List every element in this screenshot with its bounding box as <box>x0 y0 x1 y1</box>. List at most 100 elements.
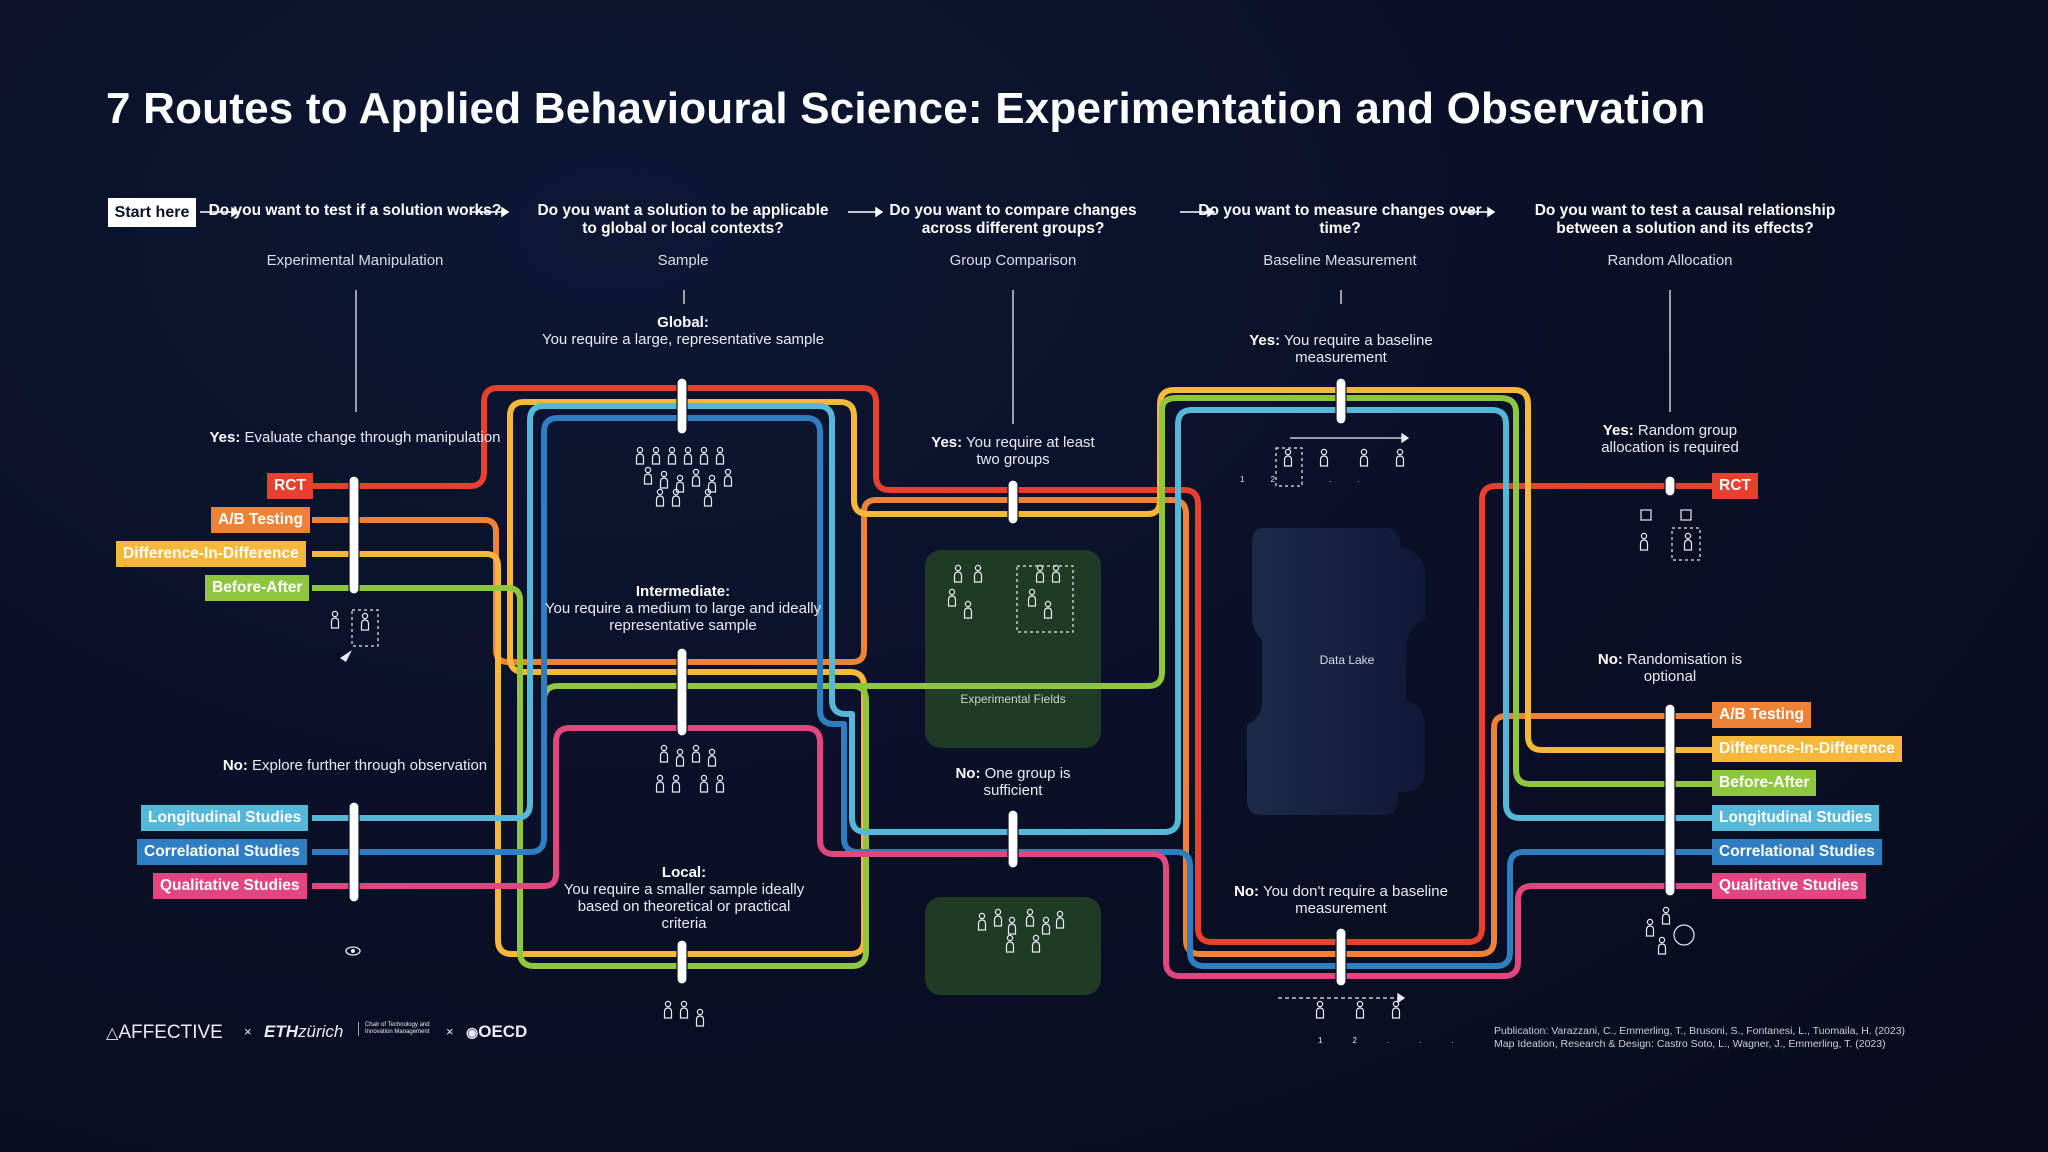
person-body-icon <box>683 453 693 465</box>
person-head-icon <box>1042 916 1050 924</box>
experimental-fields-label: Experimental Fields <box>960 692 1066 706</box>
person-body-icon <box>667 453 677 465</box>
question-experimental-manipulation: Do you want to test if a solution works? <box>208 202 502 219</box>
person-body-icon <box>1043 607 1053 619</box>
answer-group-yes: Yes: You require at least two groups <box>931 434 1095 468</box>
person-body-icon <box>1355 1007 1365 1019</box>
time-arrows <box>1278 432 1410 1004</box>
station-group-yes <box>1007 479 1019 525</box>
person-body-icon <box>1645 925 1655 937</box>
person-head-icon <box>1008 916 1016 924</box>
person-head-icon <box>704 488 712 496</box>
answer-sample-intermediate: Intermediate:You require a medium to lar… <box>544 583 822 634</box>
category-group-comparison: Group Comparison <box>949 252 1077 269</box>
station-random-yes <box>1664 475 1676 497</box>
person-body-icon <box>707 481 717 493</box>
person-body-icon <box>723 475 733 487</box>
person-body-icon <box>1027 595 1037 607</box>
footer-separator: × <box>244 1024 252 1039</box>
person-head-icon <box>361 612 369 620</box>
person-body-icon <box>1007 923 1017 935</box>
category-sample: Sample <box>657 252 709 269</box>
person-head-icon <box>684 446 692 454</box>
person-body-icon <box>643 473 653 485</box>
footer-separator-2: × <box>446 1024 454 1039</box>
answer-sample-global: Global:You require a large, representati… <box>541 314 825 348</box>
person-head-icon <box>708 474 716 482</box>
person-body-icon <box>699 453 709 465</box>
person-head-icon <box>1320 448 1328 456</box>
person-body-icon <box>993 915 1003 927</box>
person-head-icon <box>656 488 664 496</box>
person-body-icon <box>671 495 681 507</box>
person-head-icon <box>724 468 732 476</box>
page-title: 7 Routes to Applied Behavioural Science:… <box>106 84 1706 133</box>
person-body-icon <box>691 475 701 487</box>
person-head-icon <box>692 744 700 752</box>
category-experimental-manipulation: Experimental Manipulation <box>266 252 444 269</box>
person-head-icon <box>1006 934 1014 942</box>
station-intermediate <box>676 647 688 737</box>
station-random-no <box>1664 703 1676 897</box>
station-baseline-yes <box>1335 377 1347 425</box>
person-head-icon <box>696 1008 704 1016</box>
affective-logo: △AFFECTIVE <box>106 1022 223 1043</box>
answer-random-no: No: Randomisation is optional <box>1597 651 1743 685</box>
no-baseline-seq-labels: 12... <box>1318 1036 1484 1045</box>
person-head-icon <box>1316 1000 1324 1008</box>
person-head-icon <box>1646 918 1654 926</box>
person-body-icon <box>675 755 685 767</box>
person-body-icon <box>691 751 701 763</box>
person-body-icon <box>330 617 340 629</box>
treatment-group-frame-icon <box>1016 565 1074 633</box>
eth-logo: ETHzürich <box>264 1022 344 1041</box>
person-head-icon <box>1658 936 1666 944</box>
person-body-icon <box>1359 455 1369 467</box>
random-frame-icon <box>1671 527 1701 561</box>
answer-sample-local: Local:You require a smaller sample ideal… <box>563 864 805 932</box>
station-manipulation-no <box>348 801 360 903</box>
person-head-icon <box>1662 906 1670 914</box>
random-dice-icons <box>1640 509 1695 946</box>
person-head-icon <box>1684 532 1692 540</box>
answer-random-yes: Yes: Random group allocation is required <box>1601 422 1739 456</box>
tag-left-before-after: Before-After <box>205 575 310 601</box>
header-arrows <box>200 206 1496 218</box>
start-here-button[interactable]: Start here <box>108 198 196 227</box>
data-lake-label: Data Lake <box>1319 653 1375 667</box>
tag-right-qualitative-studies: Qualitative Studies <box>1712 873 1866 899</box>
person-body-icon <box>659 751 669 763</box>
person-body-icon <box>655 495 665 507</box>
tag-right-longitudinal-studies: Longitudinal Studies <box>1712 805 1880 831</box>
question-random-allocation: Do you want to test a causal relationshi… <box>1534 202 1836 237</box>
stations <box>348 377 1676 987</box>
station-local <box>676 939 688 985</box>
person-head-icon <box>1360 448 1368 456</box>
person-body-icon <box>1031 941 1041 953</box>
question-sample: Do you want a solution to be applicable … <box>537 202 829 237</box>
person-head-icon <box>1032 934 1040 942</box>
person-body-icon <box>651 453 661 465</box>
person-body-icon <box>1005 941 1015 953</box>
person-head-icon <box>668 446 676 454</box>
credit-publication: Publication: Varazzani, C., Emmerling, T… <box>1494 1025 1906 1037</box>
person-body-icon <box>1041 923 1051 935</box>
person-body-icon <box>679 1007 689 1019</box>
person-body-icon <box>973 571 983 583</box>
person-head-icon <box>964 600 972 608</box>
experimental-fields-box <box>925 550 1101 748</box>
person-head-icon <box>660 744 668 752</box>
person-body-icon <box>1283 455 1293 467</box>
person-head-icon <box>652 446 660 454</box>
person-body-icon <box>1051 571 1061 583</box>
person-head-icon <box>331 610 339 618</box>
person-head-icon <box>954 564 962 572</box>
route-line-longitudinal-studies <box>312 403 1712 835</box>
person-head-icon <box>1056 910 1064 918</box>
person-head-icon <box>656 774 664 782</box>
person-body-icon <box>695 1015 705 1027</box>
person-body-icon <box>1639 539 1649 551</box>
person-body-icon <box>1683 539 1693 551</box>
station-group-no <box>1007 809 1019 869</box>
dashed-frames <box>351 447 1701 647</box>
